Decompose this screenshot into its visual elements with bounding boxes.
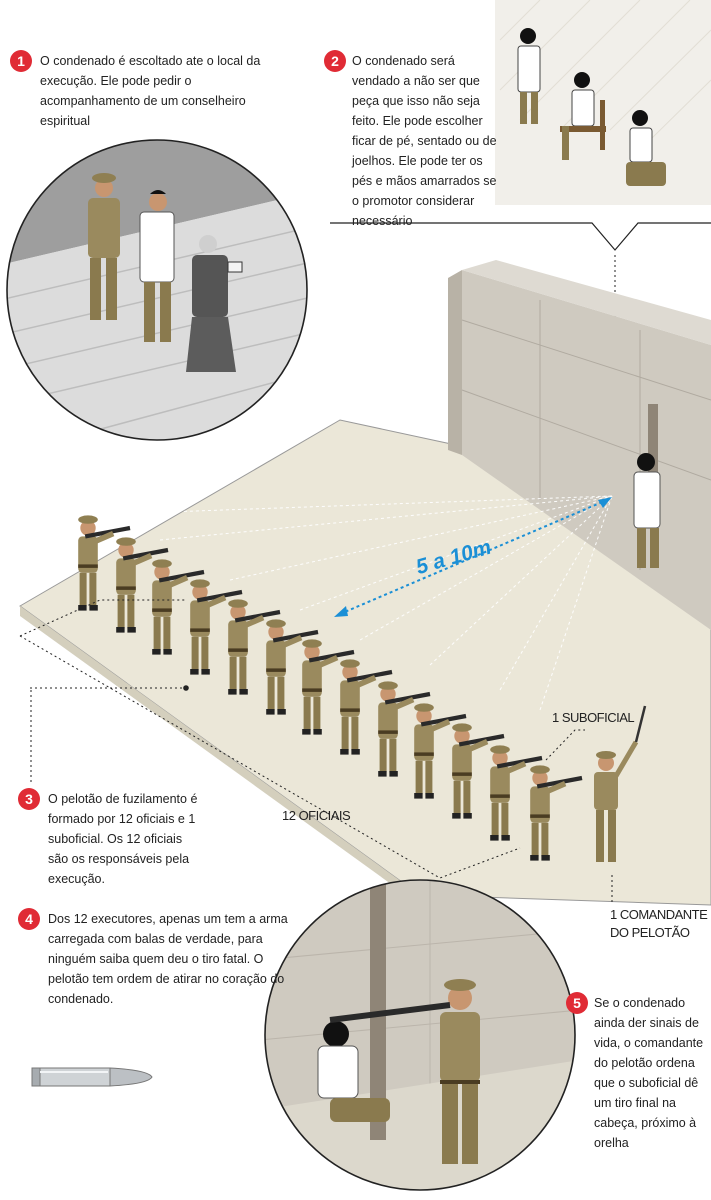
step-5-badge: 5 <box>566 992 588 1014</box>
step-3-badge: 3 <box>18 788 40 810</box>
commander-label-line1: 1 COMANDANTE <box>610 907 708 922</box>
step-3-text: O pelotão de fuzilamento é formado por 1… <box>48 792 198 886</box>
standing-prisoner <box>517 28 541 124</box>
step-2-badge: 2 <box>324 50 346 72</box>
step-4-badge: 4 <box>18 908 40 930</box>
officers-label: 12 OFICIAIS <box>282 808 351 823</box>
final-shot-scene <box>265 880 575 1190</box>
commander-label-line2: DO PELOTÃO <box>610 925 690 940</box>
escort-scene <box>7 140 307 440</box>
bullet <box>31 1067 153 1087</box>
step-4-text: Dos 12 executores, apenas um tem a arma … <box>48 912 288 1006</box>
kneeling-prisoner <box>626 110 666 186</box>
platoon-commander <box>594 705 647 862</box>
step-5-text: Se o condenado ainda der sinais de vida,… <box>594 996 704 1150</box>
suboficial-label: 1 SUBOFICIAL <box>552 710 635 725</box>
step-1-badge: 1 <box>10 50 32 72</box>
seated-prisoner <box>560 72 606 160</box>
step-2-text: O condenado será vendado a não ser que p… <box>352 54 497 228</box>
prisoner-at-wall <box>633 453 661 568</box>
step-1-text: O condenado é escoltado ate o local da e… <box>40 54 261 128</box>
